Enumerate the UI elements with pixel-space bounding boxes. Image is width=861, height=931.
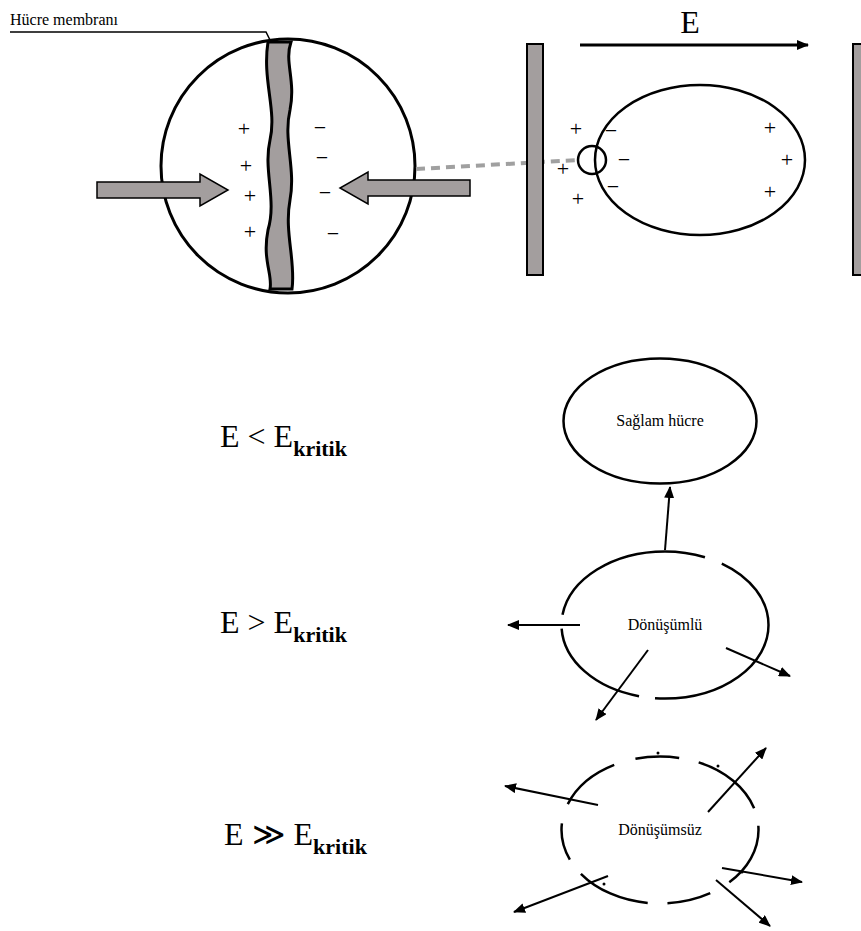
- cell-node: Sağlam hücre: [562, 357, 758, 485]
- radial-arrow: [708, 748, 766, 812]
- membrane-band: [266, 42, 293, 289]
- charge-sign: +: [557, 158, 569, 180]
- radial-arrow: [508, 624, 580, 626]
- subscript-text: kritik: [313, 834, 367, 859]
- condition-text: E ≫ E: [224, 816, 313, 852]
- radial-arrow: [716, 880, 770, 926]
- cell-ellipse: [595, 85, 805, 235]
- part-label: Hücre membranı: [10, 12, 118, 28]
- debris-dot: [657, 752, 660, 755]
- charge-sign: −: [327, 223, 339, 245]
- field-label: E: [680, 6, 700, 38]
- condition-formula: E ≫ Ekritik: [224, 818, 367, 858]
- condition-text: E > E: [220, 604, 293, 640]
- block-arrow: [97, 174, 228, 206]
- charge-sign: +: [238, 118, 250, 140]
- field-arrow: [580, 44, 808, 47]
- cell-circle: [161, 39, 415, 293]
- charge-sign: +: [244, 185, 256, 207]
- cell-state-text: Dönüşümlü: [628, 616, 703, 634]
- zoom-line: [416, 160, 578, 169]
- charge-sign: −: [607, 176, 619, 198]
- charge-sign: +: [764, 181, 776, 203]
- radial-arrow: [505, 786, 598, 805]
- cell-outline-ellipse: [562, 757, 759, 904]
- charge-sign: +: [764, 117, 776, 139]
- charge-sign: −: [605, 120, 617, 142]
- block-arrow: [340, 172, 470, 204]
- cell-outline-ellipse: [562, 552, 769, 699]
- charge-sign: +: [781, 149, 793, 171]
- charge-sign: +: [240, 155, 252, 177]
- condition-text: E < E: [220, 418, 293, 454]
- electrode: [527, 44, 543, 275]
- debris-dot: [603, 883, 606, 886]
- zoom-circle: [578, 146, 606, 174]
- radial-arrow: [514, 876, 608, 912]
- subscript-text: kritik: [293, 622, 347, 647]
- condition-formula: E > Ekritik: [220, 606, 347, 646]
- charge-sign: −: [618, 149, 630, 171]
- charge-sign: +: [572, 188, 584, 210]
- cell-state-text: Sağlam hücre: [616, 412, 704, 430]
- electrode: [853, 44, 861, 275]
- charge-sign: +: [244, 221, 256, 243]
- condition-formula: E < Ekritik: [220, 420, 347, 460]
- charge-sign: −: [319, 182, 331, 204]
- cell-outline-ellipse: [564, 359, 757, 484]
- transition-arrow: [665, 487, 670, 550]
- charge-sign: −: [314, 117, 326, 139]
- cell-state-text: Dönüşümsüz: [618, 821, 702, 839]
- cell-node: Dönüşümlü: [560, 550, 770, 700]
- subscript-text: kritik: [293, 436, 347, 461]
- debris-dot: [717, 765, 720, 768]
- charge-sign: +: [570, 118, 582, 140]
- charge-sign: −: [316, 147, 328, 169]
- cell-node: Dönüşümsüz: [560, 755, 760, 905]
- radial-arrow: [726, 648, 790, 676]
